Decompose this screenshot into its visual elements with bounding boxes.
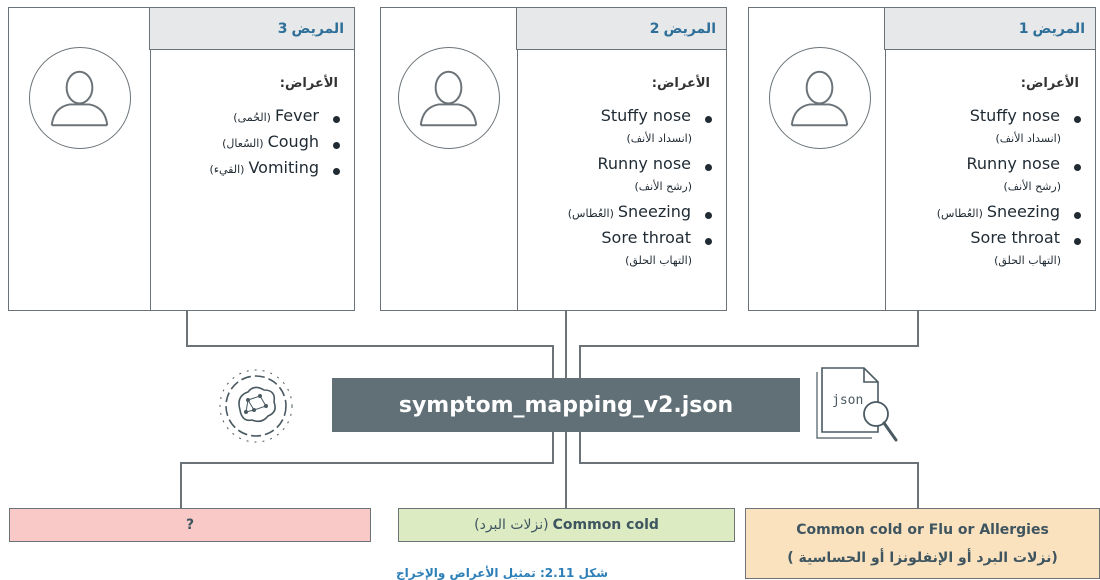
user-icon (50, 70, 109, 127)
connector-line (180, 462, 182, 508)
symptoms-label: الأعراض: (279, 76, 338, 91)
output-en: Common cold (552, 517, 659, 533)
symptom-item: Sore throat (523, 228, 718, 254)
mapping-file-box: symptom_mapping_v2.json (332, 378, 800, 432)
card-number: 1 (1018, 20, 1029, 37)
output-unknown-text: ? (185, 517, 195, 533)
symptom-en: Vomiting (248, 158, 319, 177)
brain-network-icon (219, 369, 293, 443)
output-ar: (نزلات البرد أو الإنفلونزا أو الحساسية ) (787, 549, 1058, 566)
connector-line (579, 345, 581, 378)
symptoms-label: الأعراض: (651, 76, 710, 91)
symptom-list: Stuffy nose (انسداد الأنف) Runny nose (رشح … (892, 106, 1087, 276)
avatar-panel (749, 8, 886, 310)
symptom-item: (العُطاس)Sneezing (892, 202, 1087, 228)
connector-line (180, 462, 554, 464)
user-icon (419, 70, 478, 127)
bullet-icon (333, 141, 340, 149)
symptom-ar: (العُطاس) (936, 207, 983, 220)
symptom-item: (القيء)Vomiting (156, 158, 346, 184)
symptom-list: Stuffy nose (انسداد الأنف) Runny nose (رشح … (523, 106, 718, 276)
symptom-translation: (انسداد الأنف) (626, 132, 692, 145)
card-header: المريض 3 (149, 8, 354, 50)
card-title: المريض (663, 20, 716, 37)
patient-card-3: المريض 3 الأعراض: (الحُمى)Fever(السُعال)… (8, 7, 355, 311)
symptoms-label: الأعراض: (1020, 76, 1079, 91)
connector-line (565, 311, 567, 378)
connector-line (186, 311, 188, 347)
card-header: المريض 1 (884, 8, 1095, 50)
symptom-ar: (العُطاس) (567, 207, 614, 220)
card-number: 2 (649, 20, 660, 37)
bullet-icon (333, 115, 340, 123)
symptom-item: Runny nose (892, 154, 1087, 180)
symptom-translation: (رشح الأنف) (634, 180, 693, 193)
card-number: 3 (277, 20, 288, 37)
figure-caption: شكل 2.11: تمثيل الأعراض والإخراج (396, 566, 609, 580)
connector-line (552, 432, 554, 464)
connector-line (579, 432, 581, 464)
output-unknown: ? (9, 508, 371, 542)
patient-card-2: المريض 2 الأعراض: Stuffy nose (انسداد الأ… (380, 7, 727, 311)
bullet-icon (1074, 115, 1081, 123)
bullet-icon (705, 163, 712, 171)
symptom-translation: (رشح الأنف) (1003, 180, 1062, 193)
bullet-icon (333, 167, 340, 175)
symptom-translation: (التهاب الحلق) (625, 254, 692, 267)
connector-line (917, 462, 919, 508)
symptom-ar: (السُعال) (222, 137, 264, 150)
symptom-en: Sneezing (986, 202, 1060, 221)
avatar (29, 47, 131, 149)
avatar-panel (9, 8, 151, 310)
connector-line (579, 462, 919, 464)
symptom-item: Sore throat (892, 228, 1087, 254)
connector-line (186, 345, 554, 347)
symptom-en: Fever (274, 106, 319, 125)
symptom-translation: (انسداد الأنف) (995, 132, 1061, 145)
output-ar: (نزلات البرد) (474, 517, 549, 533)
symptom-en: Stuffy nose (600, 106, 691, 125)
card-header: المريض 2 (516, 8, 726, 50)
symptom-translation: (التهاب الحلق) (994, 254, 1061, 267)
avatar (769, 47, 871, 149)
card-title: المريض (291, 20, 344, 37)
symptom-item: Stuffy nose (892, 106, 1087, 132)
bullet-icon (1074, 163, 1081, 171)
symptom-item: (العُطاس)Sneezing (523, 202, 718, 228)
connector-line (917, 311, 919, 347)
avatar (398, 47, 500, 149)
symptom-en: Runny nose (597, 154, 691, 173)
symptom-en: Sore throat (601, 228, 691, 247)
output-cold-flu-allergies: Common cold or Flu or Allergies (نزلات ا… (745, 508, 1100, 579)
symptom-list: (الحُمى)Fever(السُعال)Cough(القيء)Vomiti… (156, 106, 346, 184)
connector-line (552, 345, 554, 378)
symptom-en: Runny nose (966, 154, 1060, 173)
avatar-panel (381, 8, 518, 310)
patient-card-1: المريض 1 الأعراض: Stuffy nose (انسداد الأ… (748, 7, 1096, 311)
bullet-icon (705, 211, 712, 219)
symptom-item: (السُعال)Cough (156, 132, 346, 158)
connector-line (579, 345, 919, 347)
symptom-ar: (الحُمى) (233, 111, 271, 124)
symptom-item: (الحُمى)Fever (156, 106, 346, 132)
symptom-item: Runny nose (523, 154, 718, 180)
bullet-icon (705, 115, 712, 123)
bullet-icon (705, 237, 712, 245)
json-file-search-icon: json (816, 367, 898, 442)
bullet-icon (1074, 211, 1081, 219)
card-title: المريض (1032, 20, 1085, 37)
connector-line (565, 432, 567, 508)
symptom-item: Stuffy nose (523, 106, 718, 132)
symptom-ar: (القيء) (209, 163, 245, 176)
symptom-en: Cough (267, 132, 319, 151)
bullet-icon (1074, 237, 1081, 245)
output-en: Common cold or Flu or Allergies (796, 521, 1049, 538)
symptom-en: Stuffy nose (969, 106, 1060, 125)
output-common-cold: (نزلات البرد) Common cold (398, 508, 735, 542)
symptom-en: Sneezing (617, 202, 691, 221)
json-icon-label: json (832, 393, 863, 408)
symptom-en: Sore throat (970, 228, 1060, 247)
user-icon (790, 70, 849, 127)
